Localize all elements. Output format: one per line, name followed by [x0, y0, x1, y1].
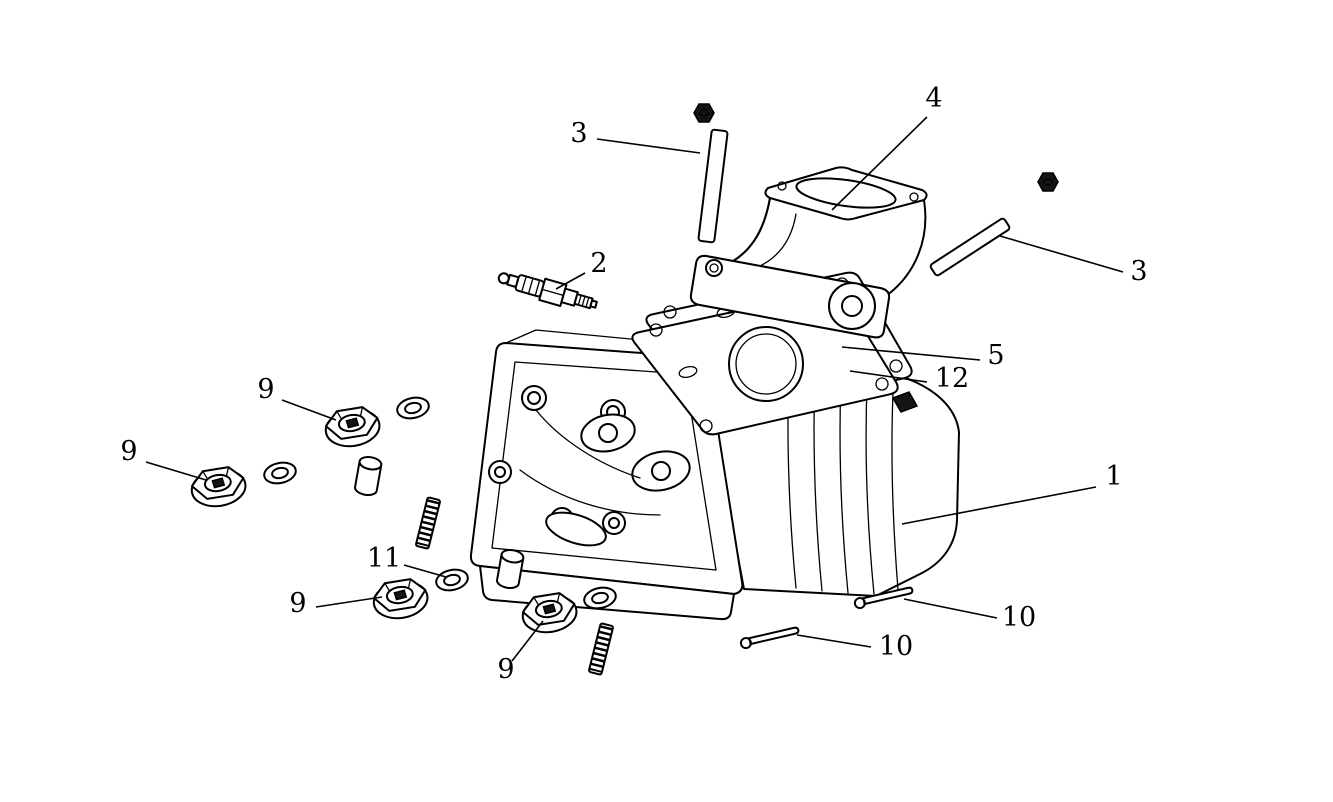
leader-line	[796, 634, 872, 648]
part-number-label: 5	[987, 340, 1004, 371]
leader-line	[849, 370, 928, 383]
intake-manifold	[689, 166, 928, 339]
dowel-pin-10-b	[738, 625, 801, 651]
callout-9-d: 9	[497, 620, 544, 685]
callout-10-a: 10	[903, 598, 1036, 633]
cylinder-head-face	[469, 329, 744, 621]
callouts: 3 4 3 2 5 12 9 9	[120, 83, 1147, 685]
callout-12: 12	[849, 363, 969, 394]
cap-nut-9-b	[187, 463, 250, 511]
stud-left	[697, 128, 729, 244]
callout-4: 4	[831, 83, 943, 211]
callout-5: 5	[841, 340, 1005, 371]
callout-10-b: 10	[796, 631, 913, 662]
square-boss	[891, 391, 919, 413]
stud-nut-top	[693, 103, 715, 123]
leader-line	[901, 486, 1097, 525]
part-number-label: 4	[925, 83, 942, 114]
leader-line	[841, 346, 981, 361]
part-number-label: 9	[289, 588, 306, 619]
callout-11: 11	[367, 543, 447, 578]
part-number-label: 10	[1002, 602, 1036, 633]
flat-washer-b	[261, 458, 299, 488]
leader-line	[315, 596, 383, 608]
leader-line	[403, 564, 447, 578]
leader-line	[903, 598, 998, 619]
stud-right	[929, 217, 1011, 277]
callout-9-c: 9	[289, 588, 383, 619]
part-number-label: 11	[367, 543, 401, 574]
part-number-label: 9	[257, 374, 274, 405]
stud-nut-right	[1037, 172, 1059, 192]
leader-line	[511, 620, 544, 662]
part-number-label: 3	[570, 118, 587, 149]
spark-plug	[497, 272, 598, 310]
washer-11	[433, 565, 471, 595]
part-number-label: 10	[879, 631, 913, 662]
leader-line	[596, 138, 701, 154]
callout-9-a: 9	[257, 374, 337, 421]
flat-washer-a	[394, 393, 432, 423]
part-number-label: 9	[497, 654, 514, 685]
part-number-label: 9	[120, 436, 137, 467]
leader-line	[831, 116, 928, 211]
cap-nut-9-c	[369, 575, 432, 623]
part-number-label: 3	[1130, 256, 1147, 287]
stud-short-lower	[588, 622, 614, 676]
callout-1: 1	[901, 461, 1123, 525]
cap-nut-9-a	[321, 403, 384, 451]
leader-line	[999, 235, 1124, 273]
part-number-label: 2	[590, 248, 607, 279]
stud-short-upper	[415, 496, 441, 550]
leader-line	[281, 399, 337, 421]
leader-line	[555, 272, 586, 290]
leader-line	[145, 461, 207, 481]
part-number-label: 1	[1105, 461, 1122, 492]
callout-9-b: 9	[120, 436, 207, 481]
part-number-label: 12	[935, 363, 969, 394]
callout-3-right: 3	[999, 235, 1148, 287]
spacer-sleeve-a	[353, 454, 384, 498]
callout-3-top: 3	[570, 118, 701, 154]
callout-2: 2	[555, 248, 608, 290]
